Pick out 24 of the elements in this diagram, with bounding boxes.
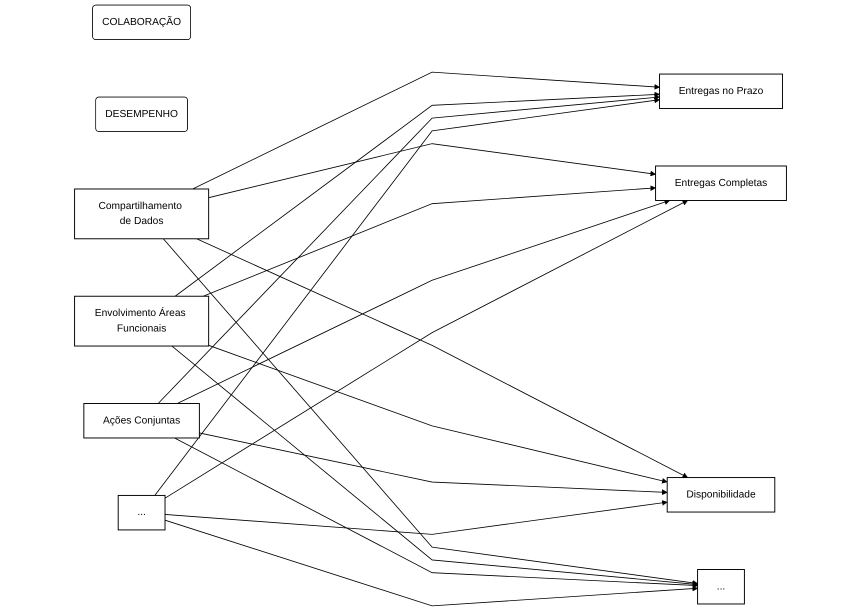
arrow	[174, 92, 660, 297]
node-box: Compartilhamento de Dados	[74, 188, 210, 240]
arrow	[208, 344, 668, 484]
node-box: Envolvimento Áreas Funcionais	[74, 296, 210, 347]
arrow	[174, 438, 698, 588]
arrow	[208, 143, 656, 198]
arrow	[164, 500, 668, 535]
arrow	[196, 238, 688, 478]
node-box: ...	[697, 569, 745, 604]
arrow	[158, 94, 660, 404]
arrow	[164, 520, 698, 606]
node-box: Entregas no Prazo	[659, 74, 783, 110]
arrow	[202, 185, 656, 297]
arrow	[162, 238, 698, 586]
node-box: ...	[118, 494, 166, 530]
node-box: Disponibilidade	[666, 477, 776, 513]
arrow	[176, 199, 670, 404]
arrow	[192, 72, 660, 190]
arrow	[164, 200, 688, 499]
node-box: Ações Conjuntas	[83, 403, 200, 438]
arrow	[198, 432, 668, 495]
node-box: Entregas Completas	[655, 166, 787, 201]
arrow	[171, 346, 698, 587]
arrow	[154, 98, 660, 496]
